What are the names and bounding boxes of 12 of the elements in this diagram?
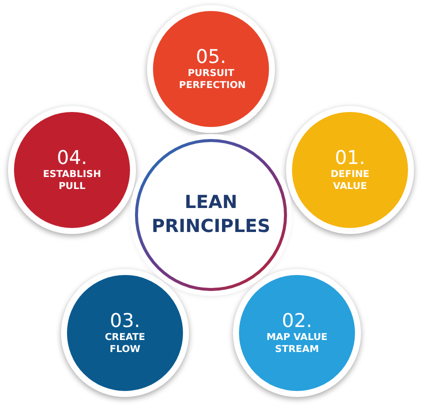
- step-label: CREATE FLOW: [104, 332, 146, 356]
- step-label: MAP VALUE STREAM: [265, 332, 329, 356]
- step-number: 05.: [196, 46, 226, 68]
- center-title: LEAN PRINCIPLES: [151, 191, 271, 239]
- step-number: 03.: [110, 310, 140, 332]
- step-label: ESTABLISH PULL: [42, 169, 102, 193]
- step-label: DEFINE VALUE: [330, 169, 370, 193]
- step-number: 02.: [282, 310, 312, 332]
- step-number: 01.: [334, 147, 366, 169]
- step-label: PURSUIT PERFECTION: [179, 68, 243, 92]
- step-number: 04.: [56, 147, 88, 169]
- center-circle: [135, 139, 287, 291]
